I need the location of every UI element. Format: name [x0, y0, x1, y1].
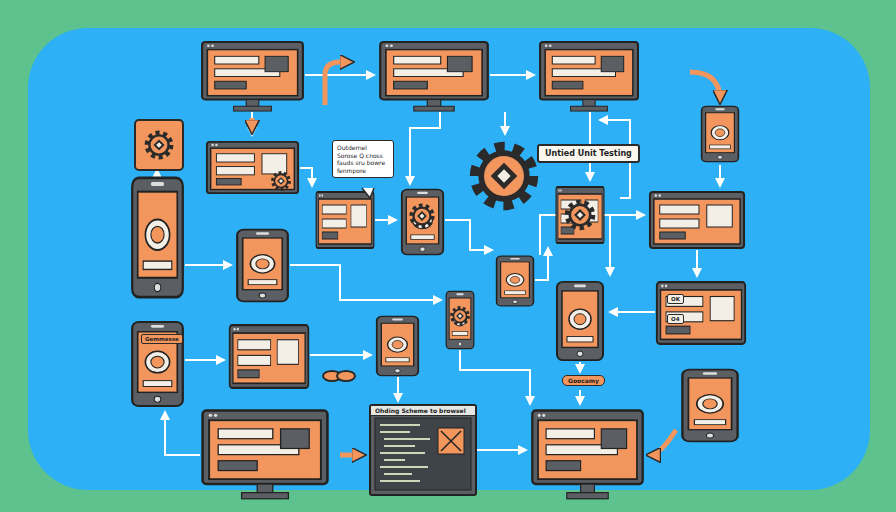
- phone: [557, 282, 603, 360]
- app-window: [556, 187, 604, 243]
- app-window: [207, 142, 298, 193]
- app-window: [657, 282, 745, 344]
- monitor: [540, 42, 638, 111]
- settings-icon: [135, 120, 183, 170]
- tag-label: Goocamy: [562, 375, 605, 386]
- list-cell: O4: [667, 314, 684, 324]
- phone: [446, 291, 474, 348]
- blue-ground: [28, 28, 870, 490]
- node-text: Goocamy: [568, 377, 599, 384]
- link-chain: [323, 371, 355, 381]
- terminal-window: [370, 405, 476, 495]
- callout-box: Outdernel Sorose Q cnoss fauds sru bowre…: [332, 140, 394, 178]
- node-text: Outdernel Sorose Q cnoss fauds sru bowre…: [337, 144, 389, 174]
- laptop: [203, 410, 328, 498]
- window-titlebar: Ohding Scheme to browsel: [370, 405, 476, 416]
- phone: [497, 256, 534, 306]
- app-window: [650, 192, 744, 248]
- monitor: [202, 42, 303, 111]
- app-window: [230, 325, 309, 388]
- central-gear: [476, 148, 533, 205]
- phone: [702, 106, 739, 161]
- monitor: [380, 42, 488, 111]
- tablet: [682, 370, 737, 442]
- flow-arrows: [157, 75, 720, 455]
- gear-icon: [567, 202, 593, 228]
- app-window: [316, 192, 374, 248]
- device: [377, 316, 418, 375]
- gear-icon: [147, 133, 171, 157]
- phone: [402, 190, 443, 255]
- gear-icon: [452, 308, 469, 325]
- list-cell: OK: [667, 294, 684, 304]
- monitor: [532, 410, 642, 498]
- phone: [237, 230, 288, 302]
- button-label: Gemmesse: [141, 334, 183, 344]
- phone: [132, 178, 183, 297]
- gear-icon: [412, 206, 433, 227]
- thick-arrows: [252, 62, 720, 455]
- callout-pointer: [362, 188, 374, 198]
- gear-icon: [273, 173, 290, 190]
- phone: [132, 322, 183, 406]
- title-box: Untied Unit Testing: [537, 144, 640, 163]
- node-text: Ohding Scheme to browsel: [375, 407, 471, 414]
- node-text: Untied Unit Testing: [545, 149, 632, 158]
